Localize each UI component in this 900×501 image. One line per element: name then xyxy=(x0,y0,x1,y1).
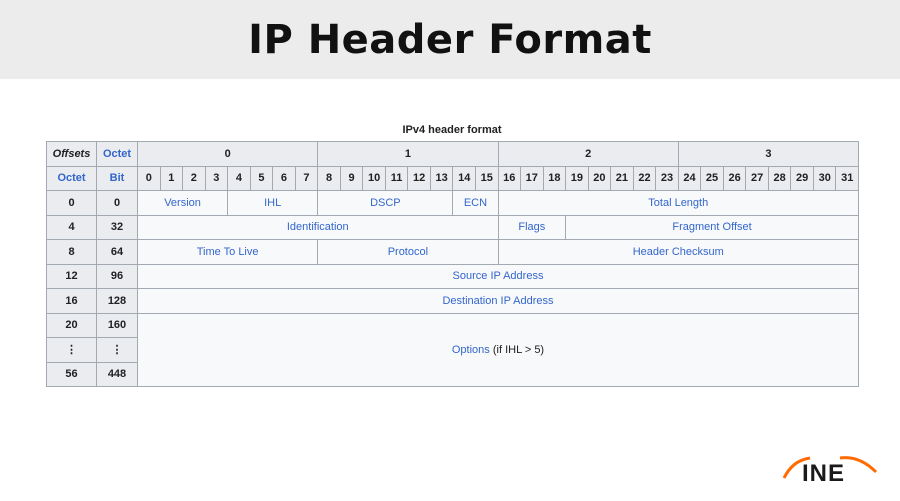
row-bit-offset: 128 xyxy=(96,288,138,314)
ine-logo: INE xyxy=(782,456,878,486)
bit-label: Bit xyxy=(96,165,138,191)
bit-number-26: 26 xyxy=(722,165,747,191)
bit-number-13: 13 xyxy=(429,165,454,191)
row-bit-offset: 448 xyxy=(96,361,138,387)
field-dscp: DSCP xyxy=(317,190,454,216)
svg-text:INE: INE xyxy=(802,460,845,486)
octet-number-1: 1 xyxy=(317,141,499,167)
bit-number-12: 12 xyxy=(407,165,431,191)
bit-number-2: 2 xyxy=(182,165,206,191)
field-source-ip-address: Source IP Address xyxy=(137,263,859,289)
field-destination-ip-address: Destination IP Address xyxy=(137,288,859,314)
row-bit-offset: 0 xyxy=(96,190,138,216)
page-title: IP Header Format xyxy=(248,16,652,63)
bit-number-17: 17 xyxy=(520,165,544,191)
row-octet-offset: 4 xyxy=(46,214,97,240)
bit-number-16: 16 xyxy=(497,165,522,191)
bit-number-6: 6 xyxy=(272,165,296,191)
bit-number-21: 21 xyxy=(610,165,634,191)
row-octet-offset: 16 xyxy=(46,288,97,314)
field-ecn: ECN xyxy=(452,190,499,216)
bit-number-11: 11 xyxy=(384,165,409,191)
options-condition: (if IHL > 5) xyxy=(489,343,545,356)
bit-number-18: 18 xyxy=(542,165,567,191)
field-protocol: Protocol xyxy=(317,239,499,265)
field-identification: Identification xyxy=(137,214,499,240)
row-octet-offset: 8 xyxy=(46,239,97,265)
field-version: Version xyxy=(136,190,229,216)
bit-number-7: 7 xyxy=(294,165,319,191)
field-total-length: Total Length xyxy=(497,190,859,216)
row-octet-offset: 20 xyxy=(46,312,97,338)
field-flags: Flags xyxy=(497,214,567,240)
bit-number-0: 0 xyxy=(137,165,161,191)
octet-number-2: 2 xyxy=(497,141,679,167)
octet-header: Octet xyxy=(96,141,138,167)
table-row: ⋮⋮ xyxy=(46,337,859,363)
bit-number-29: 29 xyxy=(790,165,814,191)
bit-number-19: 19 xyxy=(565,165,589,191)
bit-number-10: 10 xyxy=(362,165,386,191)
bit-number-5: 5 xyxy=(249,165,274,191)
row-octet-offset: 0 xyxy=(46,190,97,216)
bit-number-1: 1 xyxy=(159,165,184,191)
field-time-to-live: Time To Live xyxy=(136,239,319,265)
row-octet-offset: 12 xyxy=(46,263,97,289)
bit-number-15: 15 xyxy=(474,165,499,191)
row-bit-offset: 160 xyxy=(96,312,138,338)
row-bit-offset: ⋮ xyxy=(96,337,138,363)
octet-label: Octet xyxy=(46,165,97,191)
bit-number-24: 24 xyxy=(677,165,702,191)
field-options: Options (if IHL > 5) xyxy=(137,312,859,387)
bit-number-22: 22 xyxy=(632,165,657,191)
row-bit-offset: 32 xyxy=(96,214,138,240)
options-label: Options xyxy=(451,343,490,356)
row-bit-offset: 96 xyxy=(96,263,138,289)
octet-number-3: 3 xyxy=(677,141,860,167)
field-fragment-offset: Fragment Offset xyxy=(565,214,859,240)
offsets-header: Offsets xyxy=(46,141,97,167)
bit-number-23: 23 xyxy=(655,165,679,191)
table-caption: IPv4 header format xyxy=(402,124,502,136)
bit-number-20: 20 xyxy=(587,165,612,191)
bit-number-14: 14 xyxy=(452,165,476,191)
bit-number-3: 3 xyxy=(204,165,229,191)
row-octet-offset: 56 xyxy=(46,361,97,387)
row-bit-offset: 64 xyxy=(96,239,138,265)
bit-number-9: 9 xyxy=(339,165,364,191)
octet-number-0: 0 xyxy=(136,141,319,167)
field-ihl: IHL xyxy=(227,190,319,216)
bit-number-4: 4 xyxy=(227,165,251,191)
bit-number-28: 28 xyxy=(767,165,792,191)
bit-number-25: 25 xyxy=(700,165,724,191)
bit-number-8: 8 xyxy=(317,165,341,191)
bit-number-27: 27 xyxy=(745,165,769,191)
title-bar: IP Header Format xyxy=(0,0,900,79)
field-header-checksum: Header Checksum xyxy=(497,239,859,265)
row-octet-offset: ⋮ xyxy=(46,337,97,363)
bit-number-31: 31 xyxy=(835,165,859,191)
bit-number-30: 30 xyxy=(812,165,837,191)
